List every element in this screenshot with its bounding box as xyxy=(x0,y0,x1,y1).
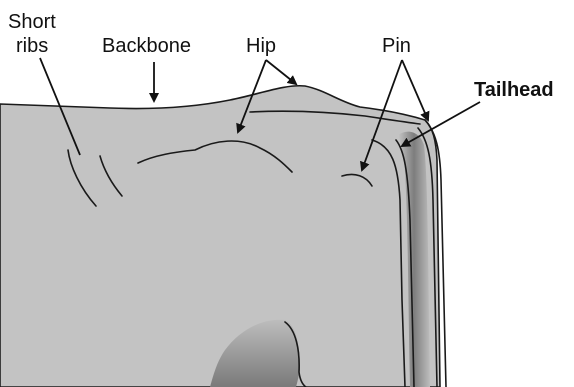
label-hip: Hip xyxy=(246,35,276,57)
label-backbone: Backbone xyxy=(102,35,191,57)
label-pin: Pin xyxy=(382,35,411,57)
pin-pointer-right xyxy=(402,60,428,120)
label-short-ribs-line1: Short xyxy=(8,11,56,33)
cow-body-silhouette xyxy=(0,86,440,387)
label-short-ribs-line2: ribs xyxy=(16,35,48,57)
hip-pointer-right xyxy=(266,60,296,84)
label-tailhead: Tailhead xyxy=(474,79,554,101)
